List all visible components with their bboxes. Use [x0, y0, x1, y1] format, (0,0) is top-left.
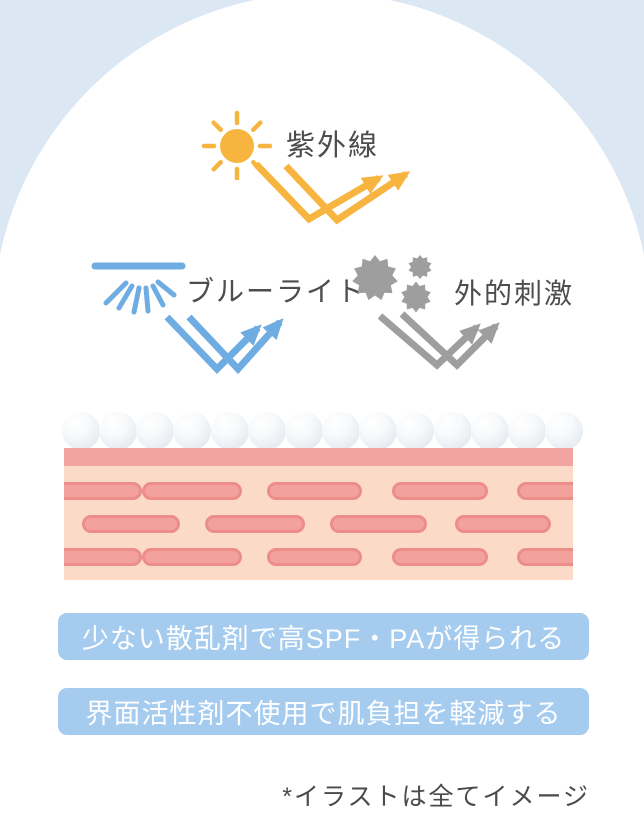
scattering-particle: [322, 412, 361, 450]
scattering-particle: [136, 412, 175, 450]
blue-light-lamp-icon: [91, 262, 186, 315]
illustration-canvas-fill: [0, 322, 644, 839]
uv-label: 紫外線: [286, 130, 380, 162]
blue-light-bounce-arrows-icon: [164, 314, 284, 375]
skin-cell: [392, 548, 488, 566]
scattering-particle: [396, 412, 435, 450]
skin-cell: [64, 482, 142, 500]
external-bounce-arrows-icon: [377, 311, 500, 370]
skin-cell: [82, 515, 180, 533]
skin-cell: [455, 515, 551, 533]
scattering-particle: [247, 412, 286, 450]
skin-cell: [517, 482, 573, 500]
sun-icon: [202, 110, 272, 180]
scattering-particle: [433, 412, 472, 450]
skin-cross-section: [64, 448, 573, 580]
scattering-particles-row: [0, 412, 644, 451]
benefit-banner-2: 界面活性剤不使用で肌負担を軽減する: [58, 688, 589, 735]
benefit-banner-2-text: 界面活性剤不使用で肌負担を軽減する: [85, 699, 562, 729]
scattering-particle: [470, 412, 509, 450]
scattering-particle: [99, 412, 138, 450]
scattering-particle: [507, 412, 546, 450]
skin-cell: [205, 515, 305, 533]
uv-bounce-arrows-icon: [253, 161, 411, 225]
external-stimuli-label: 外的刺激: [454, 278, 575, 309]
scattering-particle: [62, 412, 100, 450]
scattering-particle: [284, 412, 323, 450]
scattering-particle: [210, 412, 249, 450]
scattering-particle: [544, 412, 583, 450]
skin-cell: [142, 482, 242, 500]
skin-cell: [267, 548, 362, 566]
blue-light-label: ブルーライト: [186, 276, 367, 307]
scattering-particle: [173, 412, 212, 450]
benefit-banner-1-text: 少ない散乱剤で高SPF・PAが得られる: [81, 624, 566, 654]
benefit-banner-1: 少ない散乱剤で高SPF・PAが得られる: [58, 613, 589, 660]
skin-cell: [267, 482, 362, 500]
scattering-particle: [359, 412, 398, 450]
skin-cell: [330, 515, 427, 533]
skin-cell: [392, 482, 488, 500]
external-stimuli-particles-icon: [352, 255, 432, 313]
skin-cell: [64, 548, 142, 566]
footnote: *イラストは全てイメージ: [282, 783, 590, 811]
skin-surface-layer: [64, 448, 573, 466]
skin-cell: [517, 548, 573, 566]
skin-cell: [142, 548, 242, 566]
